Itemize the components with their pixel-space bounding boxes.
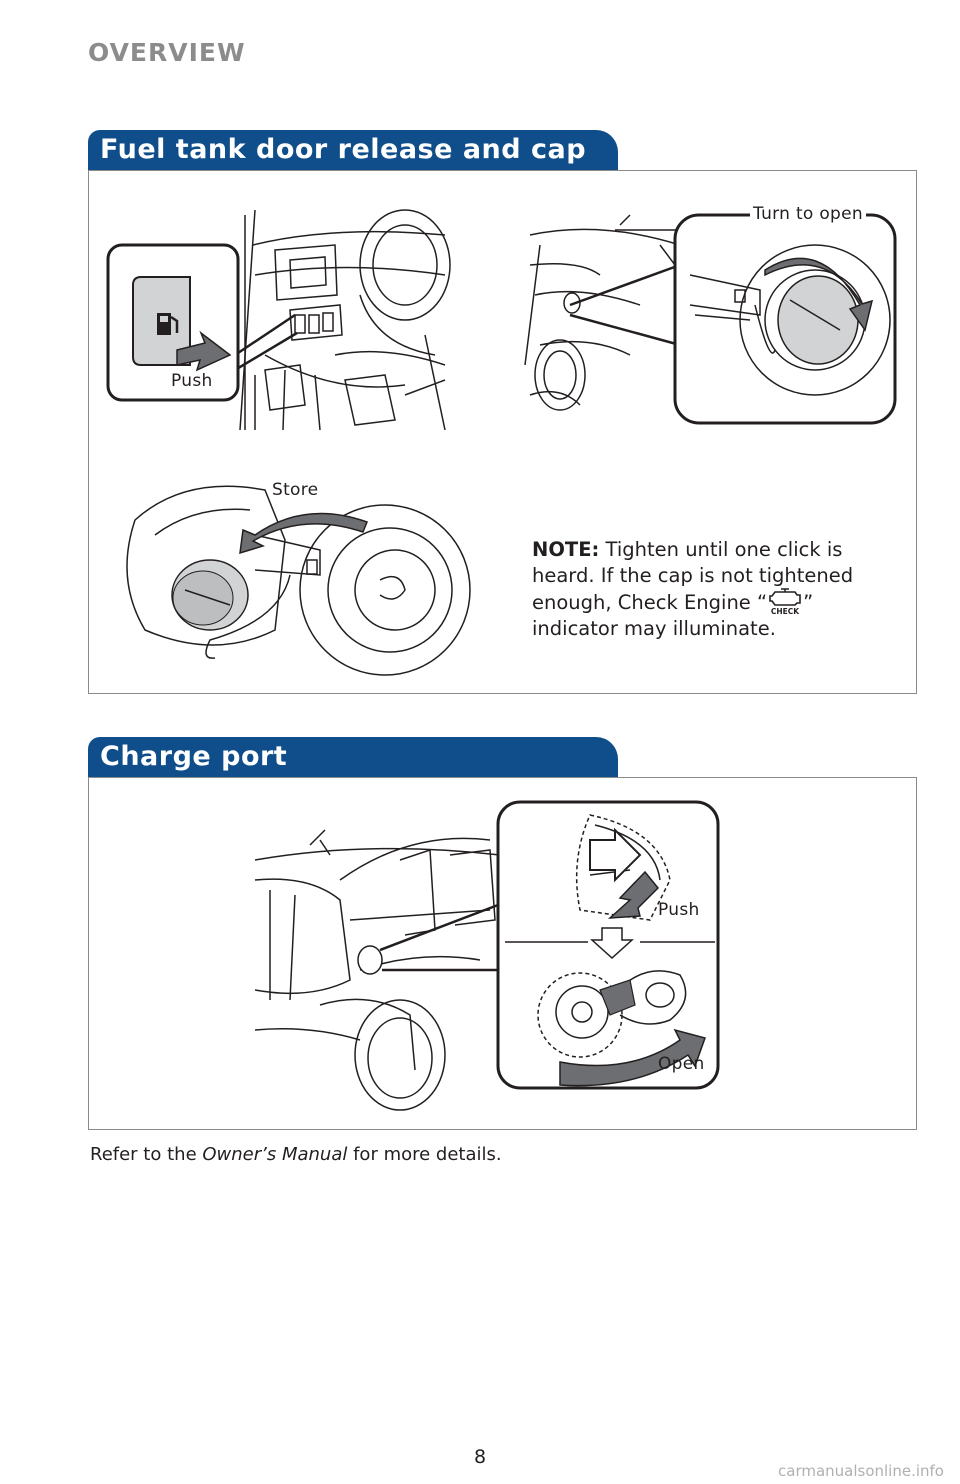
push-label-fuel: Push xyxy=(171,371,213,391)
dashboard-illustration xyxy=(106,209,451,431)
note-line-1: Tighten until one click is xyxy=(605,538,843,561)
manual-reference-start: Refer to the xyxy=(90,1144,203,1165)
push-label-charge: Push xyxy=(658,900,700,920)
note-line-3-start: enough, Check Engine “ xyxy=(532,591,768,614)
note-line-4: indicator may illuminate. xyxy=(532,617,776,640)
charge-section-title: Charge port xyxy=(88,737,618,777)
note-line-3-end: ” xyxy=(803,591,814,614)
fuel-cap-open-illustration xyxy=(524,213,897,425)
manual-reference-end: for more details. xyxy=(347,1144,502,1165)
note-prefix: NOTE: xyxy=(532,538,600,561)
page-number: 8 xyxy=(474,1446,487,1468)
fuel-cap-store-illustration xyxy=(126,485,471,676)
charge-port-illustration xyxy=(254,800,720,1111)
page-header: OVERVIEW xyxy=(88,38,246,67)
note-line-2: heard. If the cap is not tightened xyxy=(532,564,854,587)
check-engine-icon-text: CHECK xyxy=(771,607,800,616)
turn-to-open-label: Turn to open xyxy=(750,204,866,224)
owners-manual-title: Owner’s Manual xyxy=(202,1144,348,1165)
check-engine-icon: CHECK xyxy=(769,588,801,616)
store-label: Store xyxy=(272,480,319,500)
watermark: carmanualsonline.info xyxy=(778,1462,944,1480)
fuel-section-title: Fuel tank door release and cap xyxy=(88,130,618,170)
manual-reference: Refer to the Owner’s Manual for more det… xyxy=(90,1144,502,1165)
open-label: Open xyxy=(658,1054,705,1074)
fuel-cap-note: NOTE: Tighten until one click is heard. … xyxy=(532,537,902,642)
